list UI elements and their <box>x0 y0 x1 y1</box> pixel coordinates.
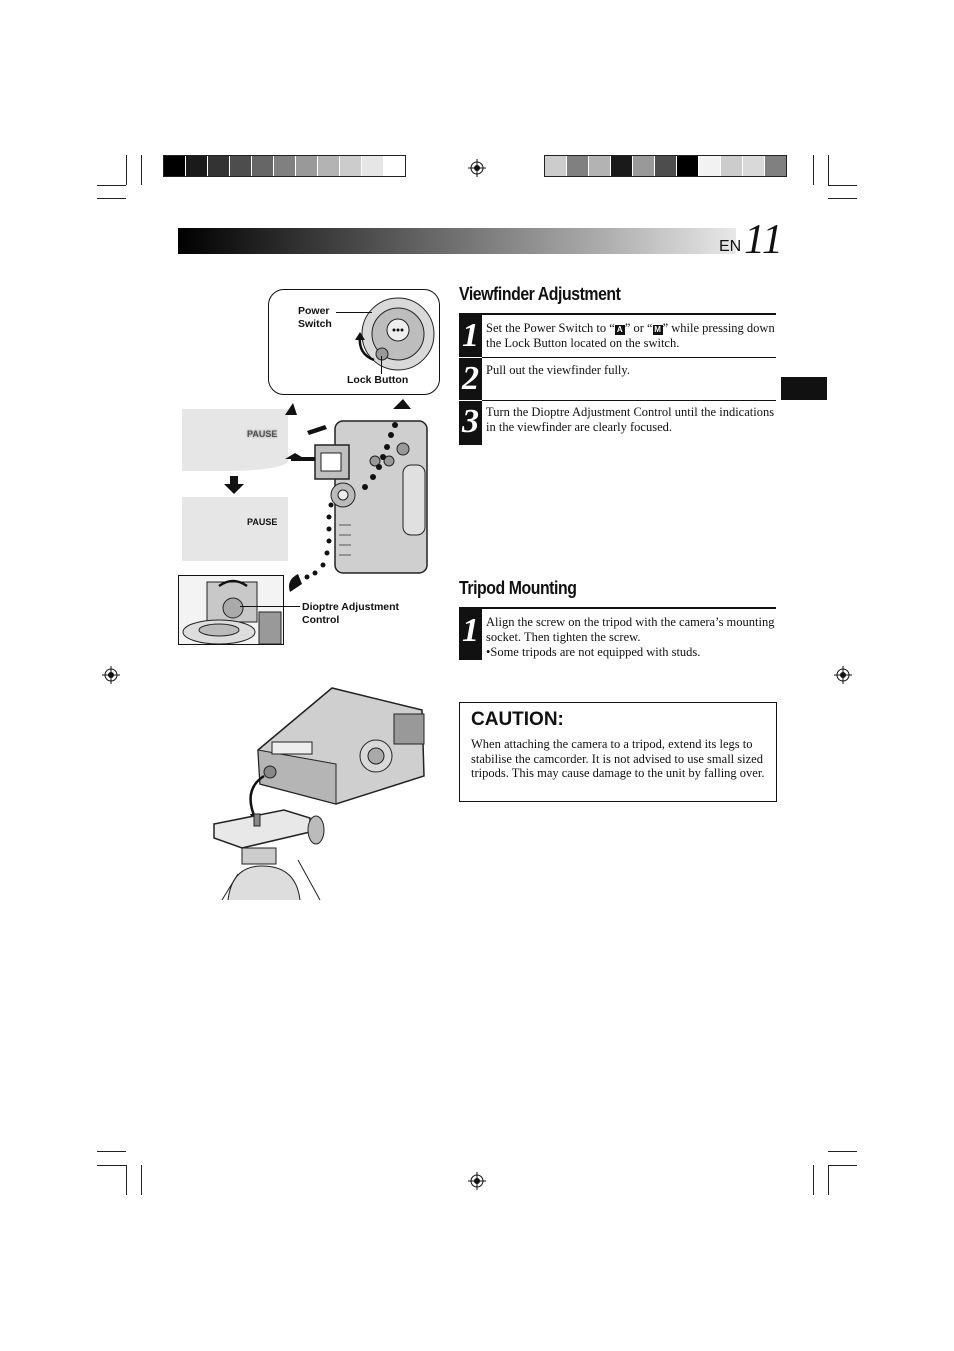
color-swatch <box>721 156 743 176</box>
leader-line <box>336 312 372 313</box>
color-swatch <box>296 156 318 176</box>
crop-mark <box>97 185 126 186</box>
section-tab <box>781 377 827 400</box>
crop-mark <box>828 1165 829 1195</box>
page-number: 11 <box>744 217 783 263</box>
camcorder-illustration <box>285 399 428 580</box>
header-gradient-bar <box>178 228 736 254</box>
tripod-mount-illustration <box>213 687 425 900</box>
step-divider <box>482 400 776 401</box>
color-swatch <box>655 156 677 176</box>
step-number: 1 <box>459 609 482 660</box>
step-divider <box>482 357 776 358</box>
curved-pointer-icon <box>289 574 302 592</box>
color-swatch <box>318 156 340 176</box>
step-text: Set the Power Switch to “A” or “M” while… <box>486 321 778 351</box>
color-swatch <box>611 156 633 176</box>
registration-mark-icon <box>102 666 120 684</box>
color-swatch <box>567 156 589 176</box>
power-switch-label: Power Switch <box>298 305 332 330</box>
crop-mark <box>126 1165 127 1195</box>
registration-mark-icon <box>468 1172 486 1190</box>
color-bar-left <box>163 155 406 177</box>
curved-arrow-icon <box>355 332 375 362</box>
caution-title: CAUTION: <box>471 709 564 730</box>
crop-mark <box>828 1165 857 1166</box>
crop-mark <box>813 1165 814 1195</box>
registration-mark-icon <box>834 666 852 684</box>
step-number: 2 <box>459 358 482 400</box>
step-text: Align the screw on the tripod with the c… <box>486 615 776 660</box>
section-rule <box>459 607 776 609</box>
color-swatch <box>164 156 186 176</box>
crop-mark <box>97 1151 126 1152</box>
manual-mode-icon: M <box>652 325 663 335</box>
registration-mark-icon <box>468 159 486 177</box>
step-text: Pull out the viewfinder fully. <box>486 363 630 377</box>
crop-mark <box>828 185 857 186</box>
crop-mark <box>141 155 142 185</box>
leader-line <box>240 606 300 607</box>
crop-mark <box>828 198 857 199</box>
color-swatch <box>633 156 655 176</box>
power-switch-dial-icon <box>361 297 435 371</box>
down-arrow-icon <box>224 476 244 494</box>
color-swatch <box>274 156 296 176</box>
step-text-part: ” while pressing down the Lock Button lo… <box>486 321 775 350</box>
color-swatch <box>230 156 252 176</box>
color-swatch <box>765 156 786 176</box>
section-title-tripod: Tripod Mounting <box>459 578 577 598</box>
crop-mark <box>97 1165 126 1166</box>
step-number: 3 <box>459 401 482 445</box>
pause-indicator-blurred: PAUSE <box>247 429 278 439</box>
crop-mark <box>141 1165 142 1195</box>
color-swatch <box>362 156 384 176</box>
color-swatch <box>677 156 699 176</box>
color-swatch <box>384 156 405 176</box>
step-bullet: •Some tripods are not equipped with stud… <box>486 645 701 659</box>
step-text-part: Set the Power Switch to “ <box>486 321 615 335</box>
page-lang: EN <box>719 238 742 255</box>
step-text-part: ” or “ <box>624 321 653 335</box>
step-number: 1 <box>459 315 482 357</box>
color-swatch <box>743 156 765 176</box>
crop-mark <box>813 155 814 185</box>
color-swatch <box>589 156 611 176</box>
caution-text: When attaching the camera to a tripod, e… <box>471 737 765 780</box>
section-rule <box>459 313 776 315</box>
leader-line <box>381 356 382 374</box>
caution-box: CAUTION: When attaching the camera to a … <box>459 702 777 802</box>
color-swatch <box>252 156 274 176</box>
lock-button-label: Lock Button <box>347 374 409 386</box>
step-body: Align the screw on the tripod with the c… <box>486 615 775 644</box>
color-swatch <box>186 156 208 176</box>
crop-mark <box>828 155 829 185</box>
color-swatch <box>340 156 362 176</box>
crop-mark <box>126 155 127 185</box>
crop-mark <box>97 198 126 199</box>
viewfinder-focused <box>182 497 288 561</box>
color-swatch <box>545 156 567 176</box>
dioptre-detail-box <box>178 575 284 645</box>
pause-indicator-focused: PAUSE <box>247 517 278 527</box>
viewfinder-blurred <box>182 409 288 471</box>
crop-mark <box>828 1151 857 1152</box>
color-swatch <box>699 156 721 176</box>
color-bar-right <box>544 155 787 177</box>
section-title-viewfinder: Viewfinder Adjustment <box>459 284 621 304</box>
auto-mode-icon: A <box>614 325 625 335</box>
dioptre-label: Dioptre Adjustment Control <box>302 601 400 626</box>
step-text: Turn the Dioptre Adjustment Control unti… <box>486 405 775 434</box>
color-swatch <box>208 156 230 176</box>
dioptre-control-icon <box>182 579 282 644</box>
